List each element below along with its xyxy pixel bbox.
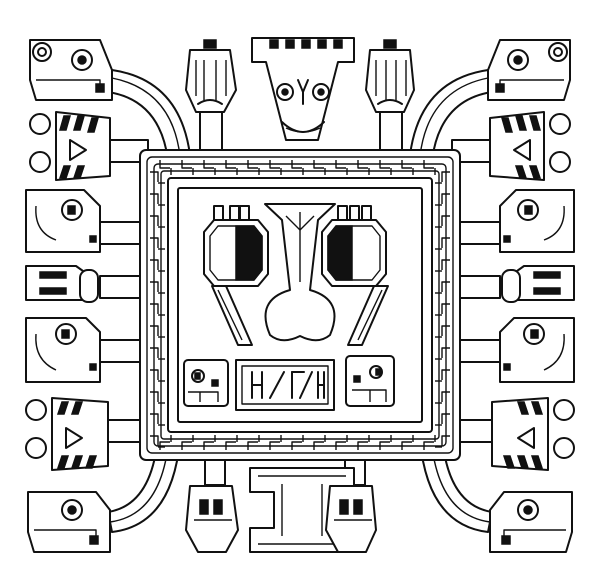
right-tear-channel [347, 285, 389, 346]
left-eye-tab-2 [229, 205, 240, 221]
left-head-3 [25, 189, 101, 253]
meander-segment [150, 303, 159, 314]
meander-segment [150, 215, 159, 226]
meander-segment [150, 193, 159, 204]
meander-segment [159, 160, 170, 169]
teeth [251, 371, 325, 399]
meander-segment [335, 441, 346, 450]
frame-ring-2 [146, 156, 454, 454]
meander-segment [269, 160, 280, 169]
left-head-6 [25, 397, 109, 471]
meander-segment [203, 441, 214, 450]
meander-segment [269, 441, 280, 450]
meander-segment [150, 369, 159, 380]
right-head-4 [501, 265, 575, 303]
meander-segment [441, 215, 450, 226]
bottom-right-figure [325, 485, 377, 553]
meander-segment [441, 325, 450, 336]
frame-ring-3 [153, 163, 447, 447]
meander-segment [441, 171, 450, 182]
meander-segment [247, 441, 258, 450]
meander-segment [150, 435, 159, 446]
face-panel [177, 187, 423, 423]
left-head-5 [25, 317, 101, 383]
meander-segment [357, 160, 368, 169]
meander-segment [181, 160, 192, 169]
meander-segment [441, 369, 450, 380]
meander-segment [441, 413, 450, 424]
frame-ring-4 [160, 170, 440, 440]
meander-segment [150, 281, 159, 292]
meander-segment [401, 441, 412, 450]
right-head-5 [499, 317, 575, 383]
frame-ring-5 [167, 177, 433, 433]
meander-segment [150, 259, 159, 270]
meander-segment [441, 303, 450, 314]
bottom-left-figure [185, 485, 239, 553]
left-head-7 [27, 491, 111, 553]
left-pupil [235, 225, 263, 281]
top-face-right-eye [312, 83, 330, 101]
left-eye-tab-1 [213, 205, 224, 221]
central-face [183, 203, 395, 411]
left-head-1 [29, 39, 113, 101]
meander-segment [423, 160, 434, 169]
meander-segment [441, 391, 450, 402]
right-eye-tab-2 [349, 205, 360, 221]
meander-segment [441, 347, 450, 358]
meander-segment [150, 237, 159, 248]
left-head-4 [25, 265, 99, 303]
meander-segment [379, 160, 390, 169]
meander-segment [401, 160, 412, 169]
meander-segment [441, 193, 450, 204]
meander-segment [150, 413, 159, 424]
left-head-2 [29, 111, 111, 181]
left-side-figures [25, 39, 113, 553]
meander-segment [313, 160, 324, 169]
mouth-left-head [183, 359, 229, 407]
meander-segment [379, 441, 390, 450]
meander-segment [247, 160, 258, 169]
top-headdress [185, 37, 415, 141]
top-left-figure [185, 49, 237, 113]
meander-segment [150, 325, 159, 336]
meander-segment [313, 441, 324, 450]
meander-segment [441, 237, 450, 248]
meander-segment [150, 347, 159, 358]
right-eye-tab-1 [337, 205, 348, 221]
right-head-3 [499, 189, 575, 253]
meander-segment [291, 441, 302, 450]
right-head-6 [491, 397, 575, 471]
right-head-7 [489, 491, 573, 553]
meander-segment [150, 171, 159, 182]
top-face-left-eye [276, 83, 294, 101]
top-face-nose [297, 79, 309, 105]
meander-pattern [150, 160, 450, 450]
top-central-face [251, 37, 355, 141]
meander-segment [181, 441, 192, 450]
meander-segment [441, 435, 450, 446]
right-side-figures [487, 39, 575, 553]
mouth-right-head [345, 355, 395, 407]
meander-segment [203, 160, 214, 169]
meander-segment [357, 441, 368, 450]
left-tear-channel [211, 285, 253, 346]
meander-segment [291, 160, 302, 169]
meander-segment [441, 281, 450, 292]
bottom-elements [185, 467, 377, 553]
meander-segment [335, 160, 346, 169]
right-eye-tab-3 [361, 205, 372, 221]
right-head-2 [489, 111, 571, 181]
meander-segment [423, 441, 434, 450]
meander-segment [150, 391, 159, 402]
right-pupil [327, 225, 353, 281]
right-head-1 [487, 39, 571, 101]
left-eye-tab-3 [239, 205, 250, 221]
meander-segment [441, 259, 450, 270]
meander-segment [225, 441, 236, 450]
top-right-figure [365, 49, 415, 113]
meander-segment [225, 160, 236, 169]
